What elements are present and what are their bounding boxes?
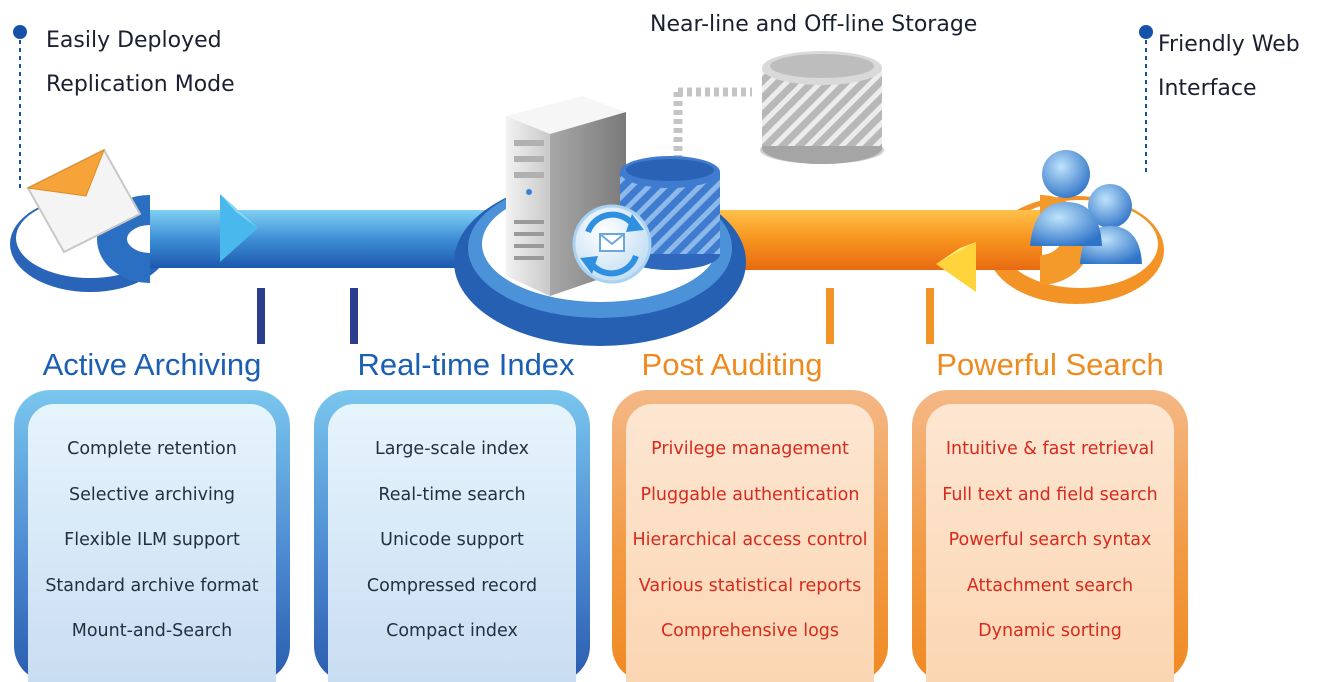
feature-item: Real-time search (378, 484, 526, 505)
section-title-real-time-index: Real-time Index (357, 347, 575, 382)
storage-cylinder-icon (760, 51, 884, 164)
feature-item: Intuitive & fast retrieval (945, 439, 1155, 459)
feature-item: Selective archiving (68, 484, 236, 505)
envelope-icon (26, 148, 142, 254)
feature-box-active-archiving: Complete retention Selective archiving F… (14, 390, 290, 682)
callout-web-line2: Interface (1158, 76, 1257, 101)
section-title-powerful-search: Powerful Search (936, 347, 1164, 382)
callout-web-line1: Friendly Web (1158, 32, 1300, 57)
connector-post (257, 288, 265, 344)
feature-item: Comprehensive logs (660, 621, 840, 641)
feature-item: Unicode support (380, 530, 524, 550)
feature-item: Hierarchical access control (632, 530, 868, 550)
section-title-post-auditing: Post Auditing (641, 347, 823, 382)
feature-box-real-time-index: Large-scale index Real-time search Unico… (314, 390, 590, 682)
section-title-active-archiving: Active Archiving (42, 347, 262, 382)
feature-item: Dynamic sorting (978, 621, 1122, 641)
callout-replication-line1: Easily Deployed (46, 28, 222, 53)
location-pin-icon (13, 25, 27, 39)
connector-post (926, 288, 934, 344)
archive-flow-band (97, 194, 490, 283)
location-pin-icon (1139, 25, 1153, 39)
feature-box-post-auditing: Privilege management Pluggable authentic… (612, 390, 888, 682)
feature-item: Compressed record (366, 575, 538, 596)
feature-item: Complete retention (67, 439, 237, 459)
feature-item: Standard archive format (45, 575, 259, 596)
connector-post (826, 288, 834, 344)
connector-post (350, 288, 358, 344)
feature-item: Flexible ILM support (64, 530, 240, 550)
feature-item: Large-scale index (374, 439, 530, 459)
callout-storage: Near-line and Off-line Storage (650, 12, 978, 37)
feature-item: Full text and field search (942, 484, 1158, 505)
feature-item: Powerful search syntax (948, 530, 1152, 550)
feature-item: Mount-and-Search (71, 621, 233, 641)
feature-item: Attachment search (966, 575, 1134, 596)
feature-item: Various statistical reports (638, 575, 862, 596)
feature-item: Compact index (386, 621, 518, 641)
feature-box-powerful-search: Intuitive & fast retrieval Full text and… (912, 390, 1188, 682)
feature-item: Privilege management (651, 439, 849, 459)
sync-mail-icon (572, 204, 652, 284)
callout-replication-line2: Replication Mode (46, 72, 235, 97)
feature-item: Pluggable authentication (640, 484, 860, 505)
users-icon (1030, 150, 1142, 264)
